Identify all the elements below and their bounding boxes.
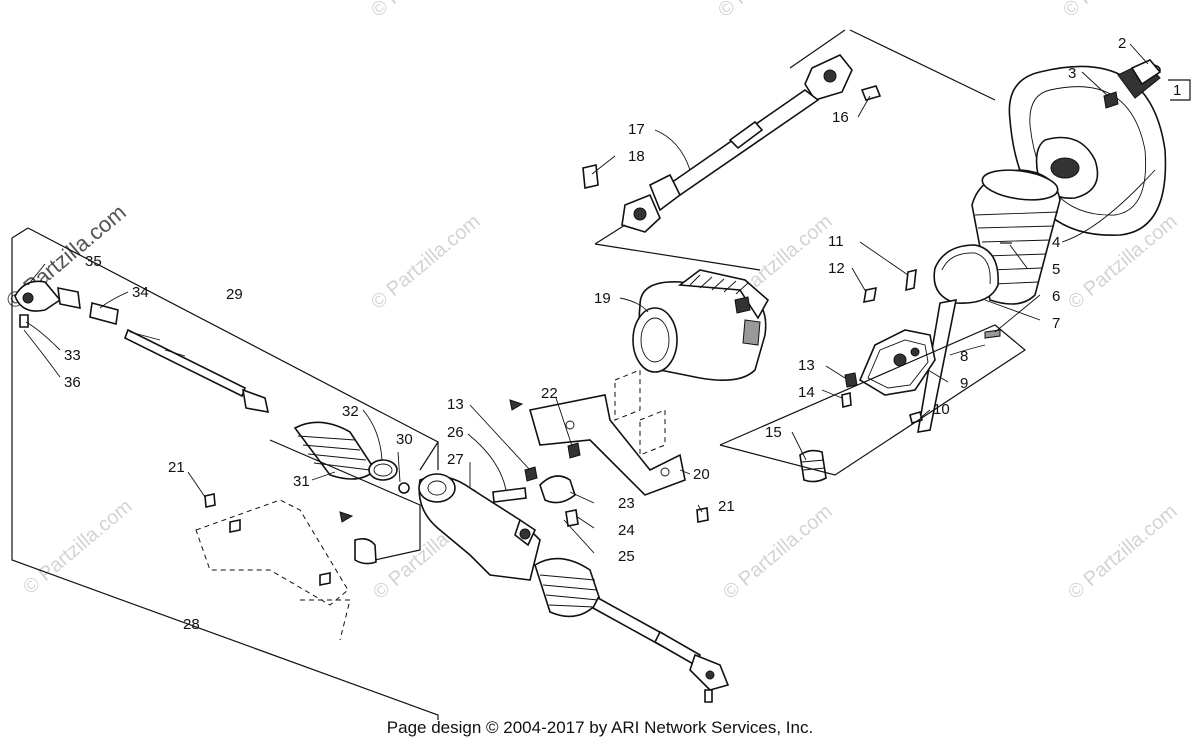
watermark: © Partzilla.com <box>367 0 484 22</box>
callout-25: 25 <box>618 548 635 565</box>
intermediate-shaft-group <box>582 54 882 233</box>
callout-27: 27 <box>447 451 464 468</box>
callout-20: 20 <box>693 466 710 483</box>
page-footer: Page design © 2004-2017 by ARI Network S… <box>386 718 814 737</box>
callout-21-left: 21 <box>168 459 185 476</box>
callout-15: 15 <box>765 424 782 441</box>
watermark: © Partzilla.com <box>367 210 484 313</box>
callout-32: 32 <box>342 403 359 420</box>
callout-23: 23 <box>618 495 635 512</box>
callout-5: 5 <box>1052 261 1060 278</box>
callout-13-bracket: 13 <box>798 357 815 374</box>
callout-36: 36 <box>64 374 81 391</box>
callout-13-column: 13 <box>447 396 464 413</box>
callout-35: 35 <box>85 253 102 270</box>
callout-31: 31 <box>293 473 310 490</box>
callout-26: 26 <box>447 424 464 441</box>
motor-bracket-group <box>528 369 709 523</box>
callout-8: 8 <box>960 348 968 365</box>
steering-column-group <box>799 298 1001 483</box>
callout-18: 18 <box>628 148 645 165</box>
callout-22: 22 <box>541 385 558 402</box>
callout-6: 6 <box>1052 288 1060 305</box>
callout-33: 33 <box>64 347 81 364</box>
callout-labels: 1 2 3 4 5 6 7 8 9 10 11 12 13 13 14 15 1… <box>64 35 1181 633</box>
callout-14: 14 <box>798 384 815 401</box>
steering-boot-group <box>933 169 1061 305</box>
watermark: © Partzilla.com <box>719 500 836 603</box>
callout-29: 29 <box>226 286 243 303</box>
callout-9: 9 <box>960 375 968 392</box>
callout-10: 10 <box>933 401 950 418</box>
callout-3: 3 <box>1068 65 1076 82</box>
frame-fragment <box>195 493 351 641</box>
callout-24: 24 <box>618 522 635 539</box>
leader-lines <box>11 29 1156 720</box>
callout-30: 30 <box>396 431 413 448</box>
watermark: © Partzilla.com <box>714 0 831 22</box>
callout-12: 12 <box>828 260 845 277</box>
steering-rack-group <box>354 473 730 703</box>
callout-4: 4 <box>1052 234 1060 251</box>
callout-1: 1 <box>1173 82 1181 99</box>
watermark: © Partzilla.com <box>1064 500 1181 603</box>
callout-16: 16 <box>832 109 849 126</box>
callout-17: 17 <box>628 121 645 138</box>
callout-34: 34 <box>132 284 149 301</box>
eps-motor-group <box>632 269 770 381</box>
column-fasteners <box>841 268 917 409</box>
callout-7: 7 <box>1052 315 1060 332</box>
callout-19: 19 <box>594 290 611 307</box>
callout-21-right: 21 <box>718 498 735 515</box>
callout-28: 28 <box>183 616 200 633</box>
watermark: © Partzilla.com <box>1059 0 1176 22</box>
callout-2: 2 <box>1118 35 1126 52</box>
callout-11: 11 <box>828 233 844 250</box>
tie-rod-group <box>14 280 410 494</box>
